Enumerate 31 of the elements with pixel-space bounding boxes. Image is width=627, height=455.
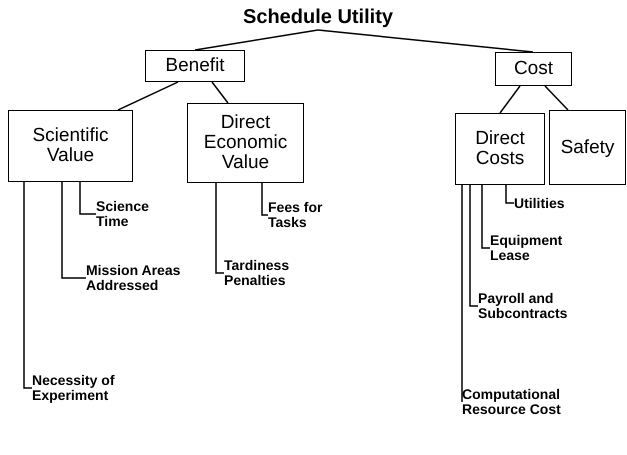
leader-line	[79, 182, 96, 215]
tree-line	[499, 86, 521, 114]
leader-line	[61, 182, 86, 279]
leaf-label: Tardiness Penalties	[224, 258, 290, 288]
leader-line	[23, 182, 32, 389]
leader-line	[469, 185, 478, 307]
leader-line	[261, 183, 268, 216]
leaf-label: Mission Areas Addressed	[86, 263, 182, 293]
tree-line	[118, 81, 178, 111]
leader-line	[481, 185, 490, 249]
category-box: Direct Economic Value	[187, 103, 304, 183]
category-box: Direct Costs	[455, 113, 545, 185]
leader-line	[215, 183, 224, 274]
category-box: Cost	[495, 52, 572, 86]
leaf-label: Computational Resource Cost	[462, 387, 562, 417]
leaf-label: Payroll and Subcontracts	[478, 291, 568, 321]
leader-line	[505, 185, 514, 204]
category-box: Benefit	[145, 50, 245, 82]
leaf-label: Science Time	[96, 199, 150, 229]
tree-line	[544, 85, 569, 111]
tree-line	[194, 29, 318, 51]
root-label: Schedule Utility	[242, 6, 394, 28]
leaf-label: Fees for Tasks	[268, 200, 324, 230]
category-box: Scientific Value	[8, 110, 133, 182]
category-box: Safety	[549, 110, 626, 185]
leaf-label: Necessity of Experiment	[32, 373, 116, 403]
tree-line	[211, 82, 229, 104]
leaf-label: Equipment Lease	[490, 233, 564, 263]
tree-line	[318, 29, 534, 53]
leaf-label: Utilities	[514, 196, 565, 210]
leader-line	[461, 185, 463, 403]
